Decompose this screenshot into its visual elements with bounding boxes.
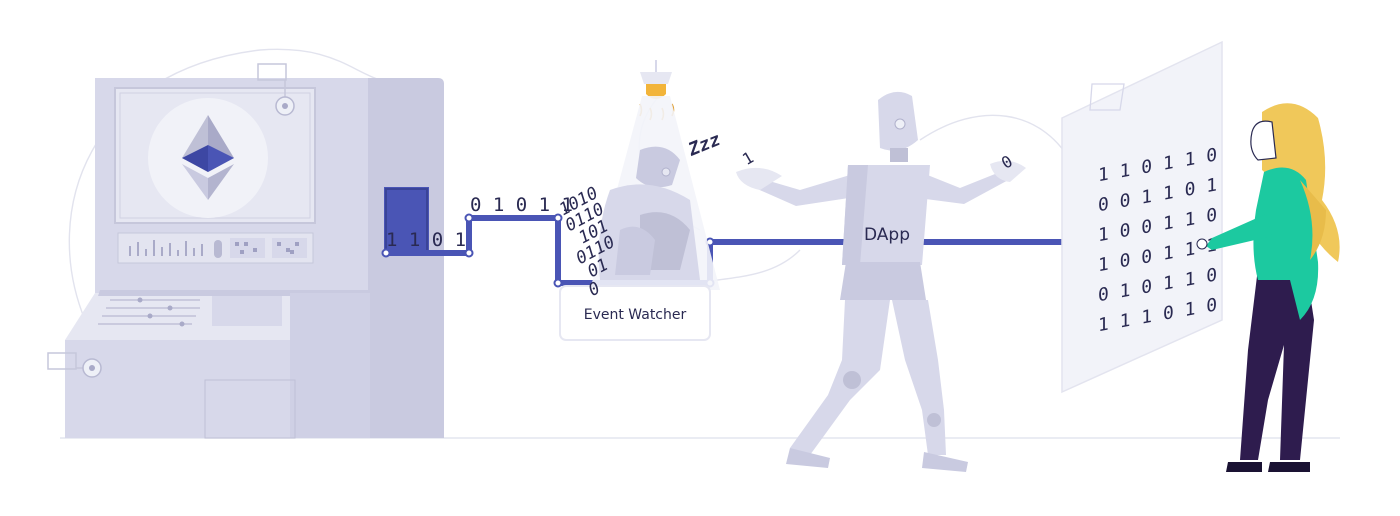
machine-equalizer <box>129 240 203 256</box>
machine-plug-side <box>47 352 77 370</box>
dapp-robot-right-leg <box>892 300 946 455</box>
watcher-head <box>636 146 680 188</box>
woman-pants <box>1240 268 1314 460</box>
screen-panel <box>1061 40 1223 394</box>
background-cable <box>68 48 381 321</box>
woman-blouse <box>1253 167 1319 320</box>
holographic-screen <box>1061 40 1223 394</box>
dapp-label: DApp <box>864 225 910 245</box>
woman-shoe <box>1268 462 1310 472</box>
wire-joint <box>553 213 563 223</box>
machine-lower-door <box>204 379 296 439</box>
svg-text:Zzz: Zzz <box>685 129 724 161</box>
sleep-zzz-icon: Zzz <box>685 129 724 161</box>
wire-joint <box>381 248 391 258</box>
event-watcher-label: Event Watcher <box>584 307 687 323</box>
dapp-robot <box>736 91 1026 472</box>
wire-joint <box>464 213 474 223</box>
slot-bits: 1 1 0 1 <box>386 229 466 251</box>
background-cable <box>919 114 1071 161</box>
wire-joint <box>464 248 474 258</box>
machine-right-column <box>368 78 444 438</box>
dapp-robot-right-arm <box>918 170 1012 204</box>
wire-joint <box>553 278 563 288</box>
ethereum-logo-icon <box>182 115 234 200</box>
woman-arm <box>1206 214 1272 250</box>
event-watcher-robot <box>559 60 720 341</box>
dapp-robot-left-arm <box>746 172 862 206</box>
woman-shoe <box>1226 462 1262 472</box>
ethereum-machine <box>47 63 444 439</box>
machine-trackpad <box>212 296 282 326</box>
light-bulb-icon <box>646 84 666 99</box>
wire-stream-bits: 0 1 0 1 1 <box>470 194 573 216</box>
machine-plug-top <box>257 63 287 81</box>
dapp-robot-left-leg <box>790 300 890 455</box>
dapp-left-hand-bit: 1 <box>739 148 757 169</box>
data-wire <box>381 213 1062 288</box>
machine-output-slot <box>384 187 429 253</box>
machine-dot-panel <box>230 238 265 258</box>
event-watcher-desk <box>559 285 711 341</box>
woman-user <box>1196 103 1340 472</box>
